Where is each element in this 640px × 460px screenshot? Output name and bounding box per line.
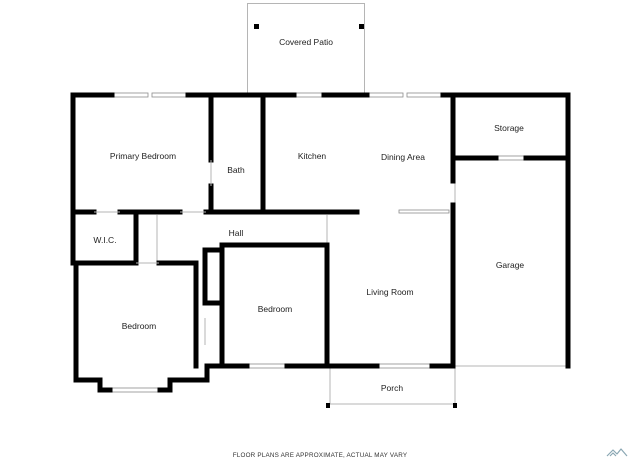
label-dining-area: Dining Area <box>381 152 425 162</box>
label-porch: Porch <box>381 383 403 393</box>
label-living-room: Living Room <box>366 287 413 297</box>
window <box>366 92 404 98</box>
walls <box>70 92 571 393</box>
label-wic: W.I.C. <box>93 235 116 245</box>
window <box>111 92 149 98</box>
window <box>398 209 450 214</box>
porch-outline <box>329 368 456 405</box>
label-bath: Bath <box>227 165 245 175</box>
label-bedroom-center: Bedroom <box>258 304 293 314</box>
doors <box>94 160 212 345</box>
room-labels: Covered Patio Primary Bedroom Bath Kitch… <box>93 37 524 393</box>
window <box>495 155 527 161</box>
post <box>326 403 330 408</box>
label-storage: Storage <box>494 123 524 133</box>
window <box>109 387 161 393</box>
thin-outlines <box>156 3 568 405</box>
label-primary-bedroom: Primary Bedroom <box>110 151 176 161</box>
post <box>254 24 259 29</box>
label-kitchen: Kitchen <box>298 151 327 161</box>
post <box>453 403 457 408</box>
window <box>293 92 325 98</box>
label-garage: Garage <box>496 260 525 270</box>
label-covered-patio: Covered Patio <box>279 37 333 47</box>
window <box>151 92 189 98</box>
post <box>359 24 364 29</box>
window <box>376 363 433 369</box>
covered-patio-outline <box>247 3 365 94</box>
label-bedroom-left: Bedroom <box>122 321 157 331</box>
patio-posts <box>254 24 457 408</box>
disclaimer-text: FLOOR PLANS ARE APPROXIMATE, ACTUAL MAY … <box>233 452 408 459</box>
mountain-logo-icon <box>606 448 628 457</box>
window <box>406 92 444 98</box>
label-hall: Hall <box>229 228 244 238</box>
window <box>246 363 288 369</box>
